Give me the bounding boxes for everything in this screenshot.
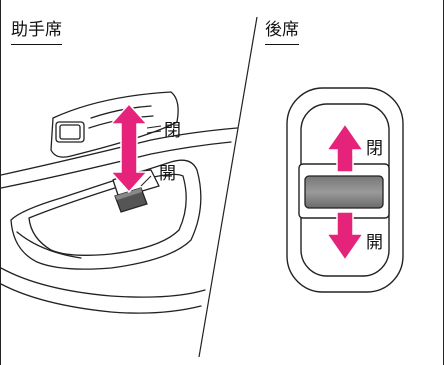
open-pointer-line (140, 175, 152, 187)
passenger-up-down-arrow (109, 102, 149, 194)
passenger-open-label: 開 (159, 164, 176, 184)
passenger-window-switch (114, 187, 148, 213)
rear-down-arrow (325, 211, 365, 262)
rear-seat-heading: 後席 (265, 22, 299, 45)
rear-open-label: 開 (366, 233, 383, 253)
passenger-seat-heading: 助手席 (11, 22, 62, 45)
close-pointer-line (146, 125, 162, 129)
passenger-close-label: 閉 (164, 121, 181, 141)
rear-window-switch (304, 175, 384, 209)
rear-up-arrow (325, 122, 365, 173)
rear-close-label: 閉 (366, 139, 383, 159)
divider-line (198, 16, 258, 358)
close-pointer-line-2 (146, 130, 162, 134)
